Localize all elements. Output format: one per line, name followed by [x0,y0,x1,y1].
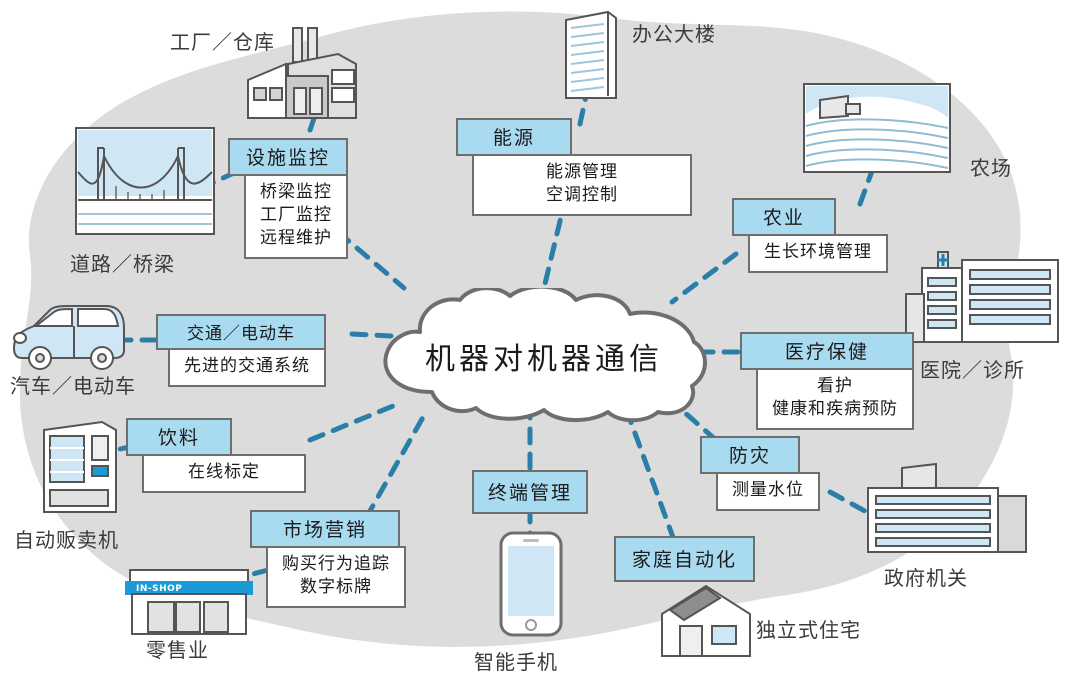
shop-sign-text: IN-SHOP [136,584,183,594]
card-body-healthcare: 看护 健康和疾病预防 [756,368,914,430]
card-item: 在线标定 [188,462,260,482]
convenience-store-icon [124,566,254,638]
card-item: 购买行为追踪 [282,554,390,574]
place-label-vending-machine: 自动贩卖机 [14,528,119,552]
card-item: 能源管理 [546,162,618,182]
card-item: 先进的交通系统 [184,356,310,376]
card-body-beverage: 在线标定 [142,454,306,493]
edge-beverage-cloud [307,401,401,443]
card-body-agriculture: 生长环境管理 [748,234,888,273]
card-item: 健康和疾病预防 [772,398,898,419]
edge-facility-cloud [335,229,407,291]
edge-disaster-gov [827,489,877,519]
government-building-icon [858,460,1034,556]
card-title-home-automation: 家庭自动化 [614,536,756,582]
card-title-terminal-management: 终端管理 [472,470,589,514]
card-body-disaster-prevention: 测量水位 [716,472,820,511]
card-healthcare[interactable]: 医疗保健 看护 健康和疾病预防 [740,332,914,430]
card-energy[interactable]: 能源 能源管理 空调控制 [456,118,692,216]
card-item: 空调控制 [546,184,618,205]
farm-icon [802,82,952,174]
card-title-agriculture: 农业 [732,198,836,236]
card-body-facility-monitoring: 桥梁监控 工厂监控 远程维护 [244,174,348,259]
house-icon [650,578,760,660]
card-transport-ev[interactable]: 交通／电动车 先进的交通系统 [156,314,326,387]
place-label-government-office: 政府机关 [884,566,968,590]
edge-agri-cloud [669,251,739,305]
card-body-marketing: 购买行为追踪 数字标牌 [266,546,406,608]
card-marketing[interactable]: 市场营销 购买行为追踪 数字标牌 [250,510,406,608]
card-item: 桥梁监控 [260,182,332,202]
place-label-detached-house: 独立式住宅 [756,618,861,642]
card-beverage[interactable]: 饮料 在线标定 [126,418,306,493]
place-label-road-bridge: 道路／桥梁 [70,252,175,276]
place-label-car-ev: 汽车／电动车 [10,374,136,398]
card-item: 数字标牌 [300,576,372,597]
m2m-cloud-shape [383,288,707,423]
card-disaster-prevention[interactable]: 防灾 测量水位 [700,436,820,511]
hospital-icon [900,248,1066,348]
card-title-facility-monitoring: 设施监控 [228,138,348,176]
edge-marketing-cloud [363,409,429,521]
office-building-icon [556,8,626,104]
edge-energy-office [577,93,589,127]
card-item: 看护 [817,376,853,396]
factory-icon [228,18,378,128]
card-item: 工厂监控 [260,204,332,225]
edge-home-cloud [625,411,677,543]
card-title-energy: 能源 [456,118,572,156]
place-label-office-building: 办公大楼 [632,22,716,46]
place-label-retail: 零售业 [146,638,209,662]
bridge-icon [74,126,216,236]
card-item: 生长环境管理 [764,242,872,262]
card-title-marketing: 市场营销 [250,510,400,548]
card-title-healthcare: 医疗保健 [740,332,914,370]
card-item: 远程维护 [260,227,332,248]
card-terminal-management[interactable]: 终端管理 [472,470,589,514]
edge-transport-cloud [349,331,395,339]
card-title-transport-ev: 交通／电动车 [156,314,326,350]
place-label-farm: 农场 [970,156,1012,180]
place-label-hospital-clinic: 医院／诊所 [920,358,1025,382]
card-home-automation[interactable]: 家庭自动化 [614,536,756,582]
smartphone-icon [498,530,564,638]
car-icon [6,300,132,374]
place-label-factory-warehouse: 工厂／仓库 [170,30,275,54]
card-title-disaster-prevention: 防灾 [700,436,800,474]
card-facility-monitoring[interactable]: 设施监控 桥梁监控 工厂监控 远程维护 [228,138,348,259]
place-label-smartphone: 智能手机 [474,650,558,674]
card-agriculture[interactable]: 农业 生长环境管理 [732,198,888,273]
card-body-transport-ev: 先进的交通系统 [168,348,326,387]
card-body-energy: 能源管理 空调控制 [472,154,692,216]
vending-machine-icon [38,418,122,518]
card-item: 测量水位 [732,480,804,500]
card-title-beverage: 饮料 [126,418,232,456]
